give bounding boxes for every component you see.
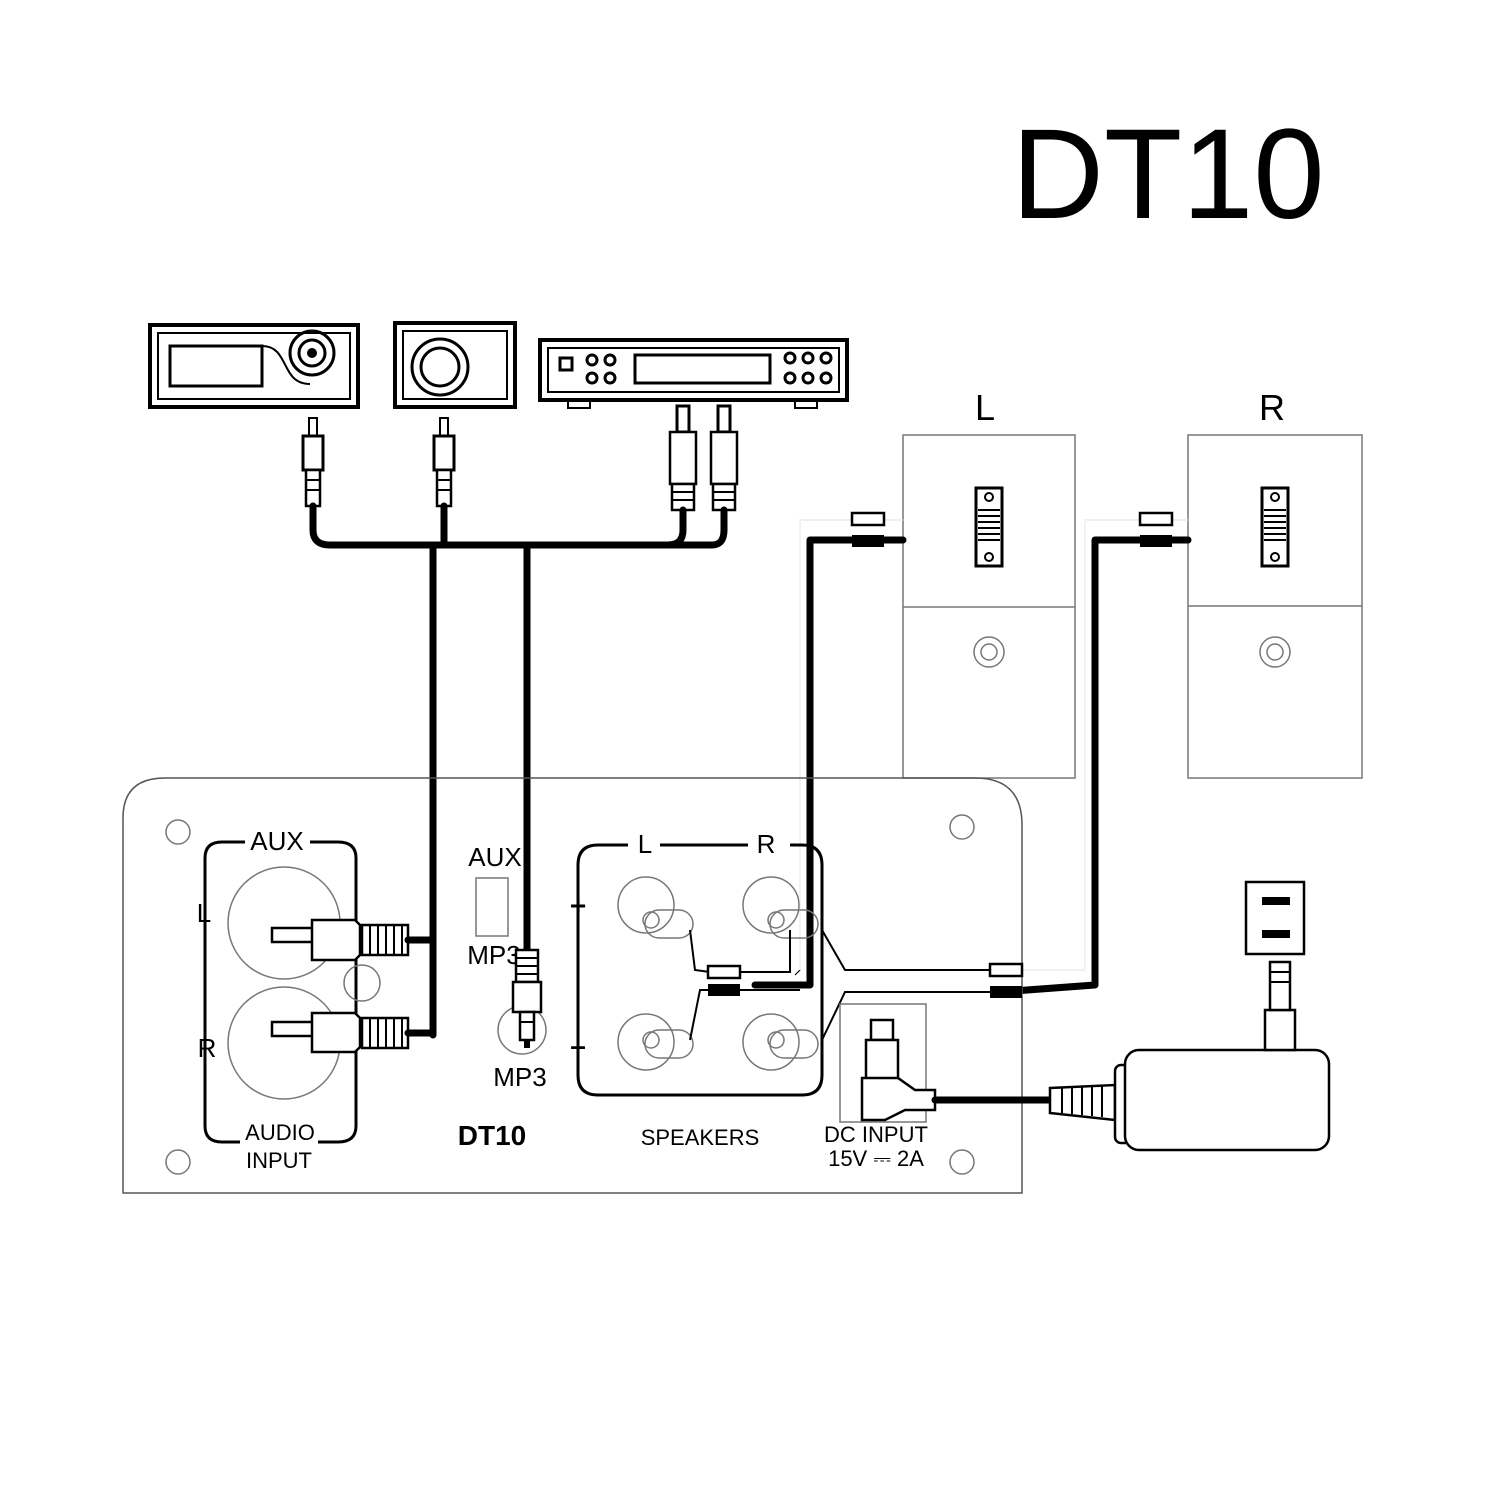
source-device-speaker-box bbox=[393, 321, 517, 409]
speakers-left-label: L bbox=[638, 829, 652, 859]
source-device-mp3-player bbox=[148, 323, 360, 409]
power-adapter bbox=[931, 880, 1331, 1152]
aux-left-label: L bbox=[197, 898, 211, 928]
switch-aux-label: AUX bbox=[468, 842, 521, 872]
source-device-cd-player bbox=[538, 338, 849, 409]
plug-3-5mm-middle bbox=[432, 417, 456, 508]
speakers-right-label: R bbox=[757, 829, 776, 859]
dc-input-label-line1: DC INPUT bbox=[824, 1122, 928, 1147]
mp3-jack-label: MP3 bbox=[493, 1062, 546, 1092]
speakers-plus-label: + bbox=[570, 890, 586, 921]
speaker-right-label: R bbox=[1259, 387, 1285, 428]
source-cable-bus bbox=[309, 502, 728, 1039]
audio-input-label-line2: INPUT bbox=[246, 1148, 312, 1173]
aux-header-label: AUX bbox=[250, 826, 303, 856]
speaker-wire-right bbox=[996, 511, 1192, 996]
right-speaker-wire-entry bbox=[821, 929, 1024, 1041]
dc-input-socket bbox=[839, 1003, 937, 1123]
aux-right-label: R bbox=[198, 1033, 217, 1063]
speakers-minus-label: – bbox=[570, 1030, 586, 1061]
plug-rca-left bbox=[668, 404, 698, 512]
plug-3-5mm-left bbox=[301, 417, 325, 508]
amplifier-rear-panel bbox=[122, 777, 1023, 1194]
speakers-label: SPEAKERS bbox=[641, 1125, 760, 1150]
diagram-title: DT10 bbox=[1012, 103, 1325, 246]
panel-model-label: DT10 bbox=[458, 1120, 526, 1151]
rca-plug-aux-right bbox=[270, 1011, 437, 1054]
aux-mp3-switch bbox=[475, 877, 509, 937]
switch-mp3-label: MP3 bbox=[467, 940, 520, 970]
mp3-plug bbox=[511, 948, 543, 1048]
plug-rca-right bbox=[709, 404, 739, 512]
speaker-left-label: L bbox=[975, 387, 995, 428]
speaker-left bbox=[902, 434, 1076, 779]
aux-input-block bbox=[203, 840, 381, 1144]
audio-input-label-line1: AUDIO bbox=[245, 1120, 315, 1145]
speaker-terminal-block bbox=[576, 843, 824, 1097]
speaker-right bbox=[1187, 434, 1363, 779]
speaker-wire-left bbox=[751, 511, 907, 989]
dc-input-label-line2: 15V ⎓ 2A bbox=[828, 1146, 924, 1171]
rca-plug-aux-left bbox=[270, 918, 437, 962]
